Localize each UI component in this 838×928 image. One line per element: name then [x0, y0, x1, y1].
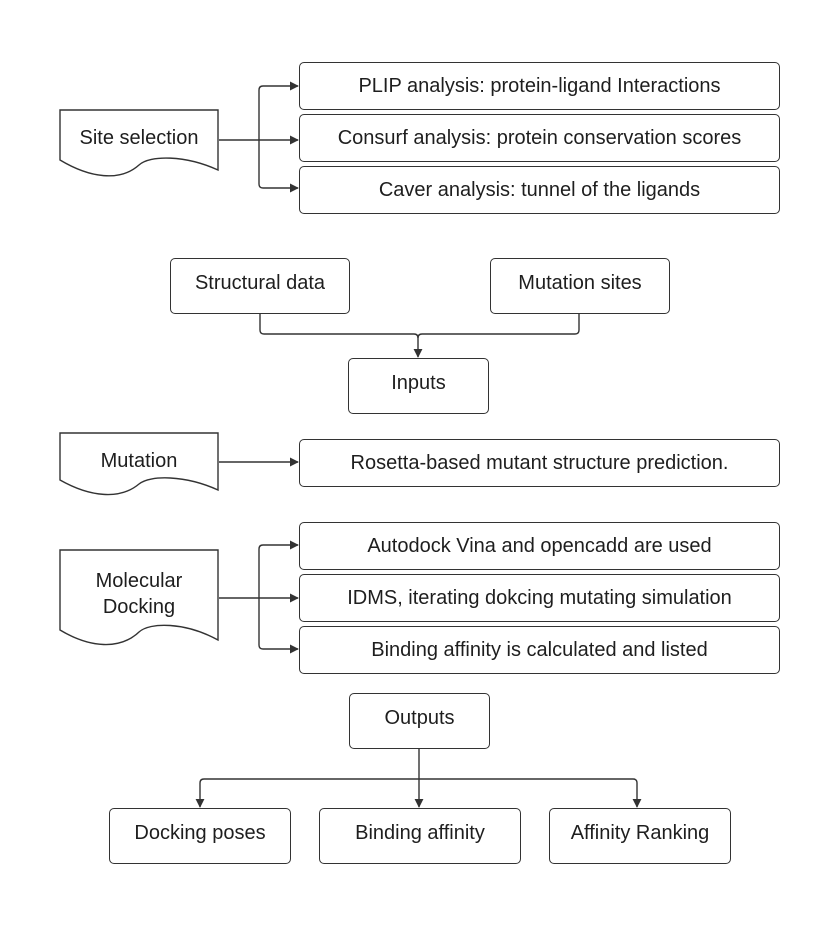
molecular-docking-label-line1: Molecular [95, 570, 183, 592]
binding-affinity-calc-box: Binding affinity is calculated and liste… [299, 626, 780, 674]
mutation-label: Mutation [100, 450, 178, 472]
site-selection-connectors [219, 81, 299, 193]
molecular-docking-shape [59, 549, 219, 646]
binding-affinity-box: Binding affinity [319, 808, 521, 864]
structural-data-box: Structural data [170, 258, 350, 314]
molecular-docking-label-line2: Docking [102, 596, 176, 618]
consurf-analysis-box: Consurf analysis: protein conservation s… [299, 114, 780, 162]
mutation-sites-box: Mutation sites [490, 258, 670, 314]
site-selection-shape [59, 109, 219, 177]
plip-analysis-box: PLIP analysis: protein-ligand Interactio… [299, 62, 780, 110]
docking-connectors [219, 540, 299, 654]
autodock-vina-box: Autodock Vina and opencadd are used [299, 522, 780, 570]
caver-analysis-box: Caver analysis: tunnel of the ligands [299, 166, 780, 214]
inputs-connectors [259, 314, 580, 358]
site-selection-label: Site selection [79, 127, 199, 149]
outputs-connectors [195, 749, 642, 808]
idms-simulation-box: IDMS, iterating dokcing mutating simulat… [299, 574, 780, 622]
mutation-shape [59, 432, 219, 496]
inputs-box: Inputs [348, 358, 489, 414]
docking-poses-box: Docking poses [109, 808, 291, 864]
outputs-box: Outputs [349, 693, 490, 749]
rosetta-prediction-box: Rosetta-based mutant structure predictio… [299, 439, 780, 487]
affinity-ranking-box: Affinity Ranking [549, 808, 731, 864]
molecular-docking-label: Molecular Docking [60, 566, 218, 622]
